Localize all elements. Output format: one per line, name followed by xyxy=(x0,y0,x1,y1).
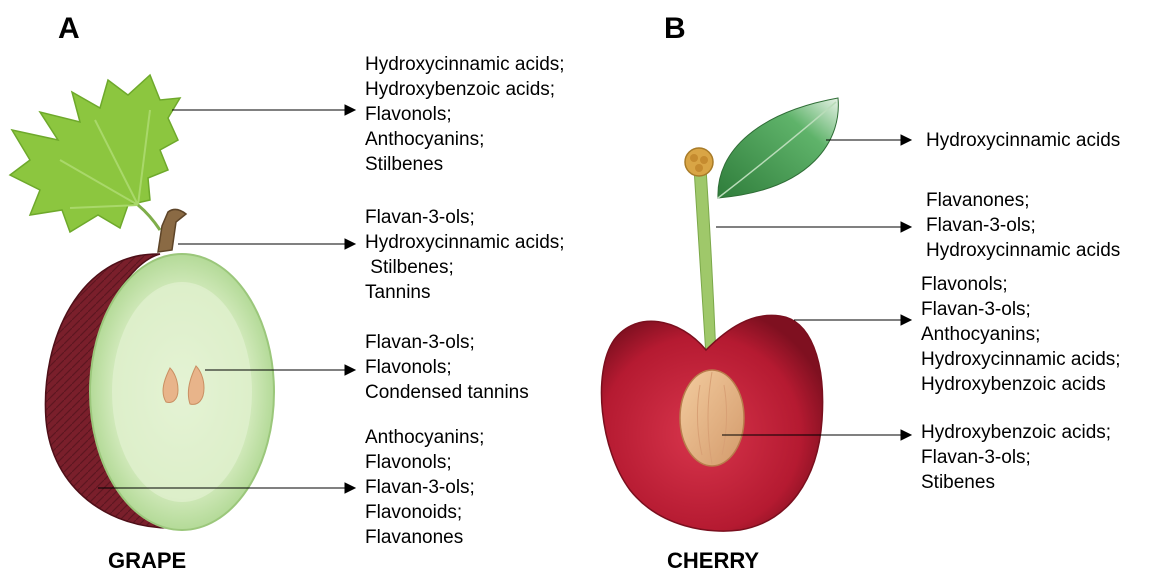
cherry-stem-compounds: Flavanones;Flavan-3-ols;Hydroxycinnamic … xyxy=(926,188,1120,263)
compound-label: Hydroxycinnamic acids xyxy=(926,238,1120,263)
grape-stem-compounds: Flavan-3-ols;Hydroxycinnamic acids; Stil… xyxy=(365,205,565,305)
grape-leaf xyxy=(10,75,180,232)
compound-label: Hydroxycinnamic acids; xyxy=(365,52,565,77)
fruit-name-cherry: CHERRY xyxy=(667,548,759,574)
compound-label: Hydroxycinnamic acids; xyxy=(921,347,1121,372)
arrowhead-grape-seed xyxy=(345,365,355,375)
grape-seed-compounds: Flavan-3-ols;Flavonols;Condensed tannins xyxy=(365,330,529,405)
arrowhead-grape-leaf xyxy=(345,105,355,115)
cherry-leaf xyxy=(718,98,838,198)
panel-letter-b: B xyxy=(664,12,686,46)
fruit-name-grape: GRAPE xyxy=(108,548,186,574)
grape-stem xyxy=(158,209,186,252)
cherry-flesh-compounds: Flavonols;Flavan-3-ols;Anthocyanins;Hydr… xyxy=(921,272,1121,397)
cherry-stem xyxy=(685,148,716,356)
compound-label: Hydroxybenzoic acids; xyxy=(921,420,1111,445)
compound-label: Hydroxybenzoic acids; xyxy=(365,77,565,102)
compound-label: Flavan-3-ols; xyxy=(365,330,529,355)
compound-label: Flavan-3-ols; xyxy=(365,475,484,500)
grape-fruit xyxy=(45,254,274,530)
grape-skin-compounds: Anthocyanins;Flavonols;Flavan-3-ols;Flav… xyxy=(365,425,484,550)
compound-label: Hydroxycinnamic acids xyxy=(926,128,1120,153)
compound-label: Hydroxybenzoic acids xyxy=(921,372,1121,397)
arrowhead-cherry-leaf xyxy=(901,135,911,145)
cherry-leaf-compounds: Hydroxycinnamic acids xyxy=(926,128,1120,153)
compound-label: Stilbenes; xyxy=(365,255,565,280)
compound-label: Flavonols; xyxy=(921,272,1121,297)
compound-label: Flavan-3-ols; xyxy=(926,213,1120,238)
compound-label: Anthocyanins; xyxy=(365,127,565,152)
cherry-stone xyxy=(680,370,744,466)
compound-label: Flavan-3-ols; xyxy=(921,445,1111,470)
cherry-stone-compounds: Hydroxybenzoic acids;Flavan-3-ols;Stiben… xyxy=(921,420,1111,495)
compound-label: Flavan-3-ols; xyxy=(921,297,1121,322)
compound-label: Flavan-3-ols; xyxy=(365,205,565,230)
compound-label: Stilbenes xyxy=(365,152,565,177)
arrowhead-grape-stem xyxy=(345,239,355,249)
compound-label: Condensed tannins xyxy=(365,380,529,405)
compound-label: Hydroxycinnamic acids; xyxy=(365,230,565,255)
arrowhead-cherry-stem xyxy=(901,222,911,232)
grape-leaf-compounds: Hydroxycinnamic acids;Hydroxybenzoic aci… xyxy=(365,52,565,177)
compound-label: Flavonols; xyxy=(365,450,484,475)
arrowhead-grape-skin xyxy=(345,483,355,493)
compound-label: Anthocyanins; xyxy=(365,425,484,450)
arrowhead-cherry-stone xyxy=(901,430,911,440)
compound-label: Flavonols; xyxy=(365,102,565,127)
compound-label: Anthocyanins; xyxy=(921,322,1121,347)
compound-label: Flavanones xyxy=(365,525,484,550)
panel-letter-a: A xyxy=(58,12,80,46)
compound-label: Stibenes xyxy=(921,470,1111,495)
compound-label: Flavonols; xyxy=(365,355,529,380)
compound-label: Flavonoids; xyxy=(365,500,484,525)
compound-label: Tannins xyxy=(365,280,565,305)
compound-label: Flavanones; xyxy=(926,188,1120,213)
arrowhead-cherry-flesh xyxy=(901,315,911,325)
